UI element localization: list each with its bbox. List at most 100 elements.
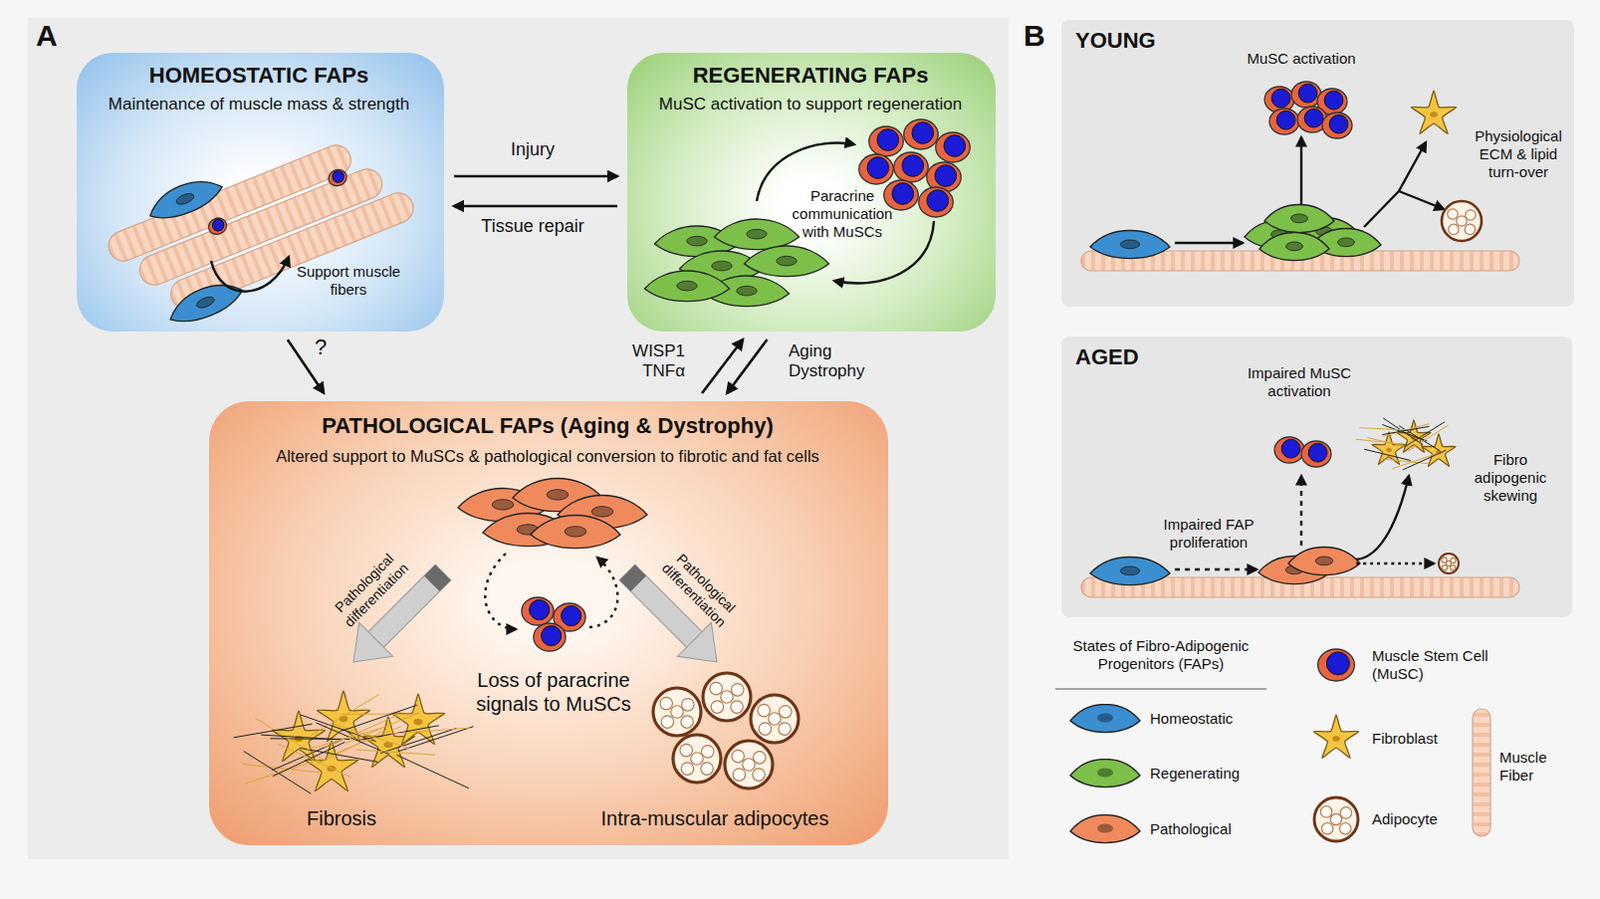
heading: REGENERATING FAPs [636,62,985,89]
fap-cell [744,245,830,277]
fibroblast-nucleus [1332,735,1341,741]
ecm-fiber [278,743,352,777]
text-label: Paracrine communication with MuSCs [782,187,903,241]
legend-swatch [1065,703,1145,734]
musc-body [904,119,939,150]
legend-heading: States of Fibro-Adipogenic Progenitors (… [1041,637,1281,674]
cell-nucleus [591,506,614,517]
cell-nucleus [1315,556,1333,566]
panel-a-ground [27,17,1009,860]
ecm-fiber [1356,439,1404,445]
legend-text: Fibroblast [1371,729,1482,748]
heading: AGED [1075,344,1225,371]
lipid-droplet [1464,224,1475,234]
text-label: MuSC activation to support regeneration [631,94,990,115]
text-label: Physiological ECM & lipid turn-over [1468,127,1569,182]
ecm-fiber [332,723,409,748]
lipid-droplet [701,745,714,758]
musc-nucleus [1329,114,1349,134]
ecm-fiber [260,734,341,740]
cell-body [144,171,228,227]
lipid-droplet [757,703,770,716]
lipid-droplet [1330,813,1342,825]
lipid-droplet [778,722,791,735]
lipid-droplet [732,768,745,781]
lipid-droplet [1340,807,1352,819]
cell-nucleus [564,526,587,537]
lipid-droplet [731,749,744,762]
lipid-droplet [661,715,674,728]
cell-body [1090,230,1170,259]
fap-cell [1288,547,1361,576]
fibroblast-nucleus [1385,448,1392,453]
ecm-fiber [306,727,384,750]
arrow [1364,191,1399,228]
ecm-fiber [390,727,470,734]
fap-cell [164,274,247,330]
musc-nucleus [867,157,890,180]
lipid-droplet [742,758,755,771]
lipid-droplet [1340,823,1352,835]
musc-nucleus [1324,90,1344,110]
lipid-droplet [1441,565,1447,571]
cell-nucleus [195,294,217,310]
panel-letter: B [1023,17,1064,54]
cell-nucleus [1120,239,1140,249]
lipid-droplet [709,682,722,694]
panel-letter: A [35,17,76,54]
differentiation-arrow [336,555,460,680]
cell-nucleus [736,285,757,296]
adipocyte-symbol [673,734,721,783]
legend-rule [1055,687,1267,689]
musc-nucleus [1298,83,1318,103]
ecm-fiber [341,704,418,731]
adipocyte-symbol [750,694,799,743]
ecm-fiber [1403,422,1445,448]
musc-nucleus [902,155,924,178]
arrow-handle [424,564,452,592]
musc-body [326,167,350,190]
legend-text: Muscle Fiber [1499,748,1562,785]
ecm-fiber [396,754,469,789]
lipid-droplet [1321,823,1333,835]
fibroblast-symbol [391,693,445,745]
arrow [1174,568,1257,571]
lipid-droplet [720,690,733,703]
arrow-head [336,622,394,680]
fap-cell [144,171,228,227]
transition-arrow [726,339,767,394]
musc-nucleus [561,606,582,627]
ecm-fiber [1364,449,1411,460]
fap-cell [1264,205,1335,233]
musc-body [1301,441,1332,467]
ecm-fiber [243,750,312,794]
arrow [1398,191,1444,210]
cell-nucleus [175,191,197,207]
musc-body [894,152,929,183]
cell-nucleus [546,489,569,500]
cell-nucleus [711,260,732,271]
cell-body [530,515,621,549]
text-label: Fibrosis [261,806,422,831]
cell-body [164,274,247,330]
lipid-droplet [753,751,766,764]
musc-body [884,180,919,211]
adipocyte-symbol [1314,797,1359,842]
text-label: Intra-muscular adipocytes [575,806,855,831]
cell-nucleus [1338,237,1356,247]
musc-nucleus [912,122,934,145]
lipid-droplet [700,762,713,775]
ecm-fiber [1360,428,1408,431]
ecm-fiber [1382,424,1429,438]
musc-nucleus [529,600,550,621]
ecm-fiber [254,717,323,760]
fap-cell [1090,557,1170,586]
musc-nucleus [943,135,966,158]
arrow [756,142,855,202]
edge-label: WISP1 TNFα [597,341,687,383]
arrow [484,553,516,630]
legend-swatch-cell [1070,815,1141,844]
lipid-droplet [710,700,723,713]
musc-nucleus [1326,652,1350,676]
